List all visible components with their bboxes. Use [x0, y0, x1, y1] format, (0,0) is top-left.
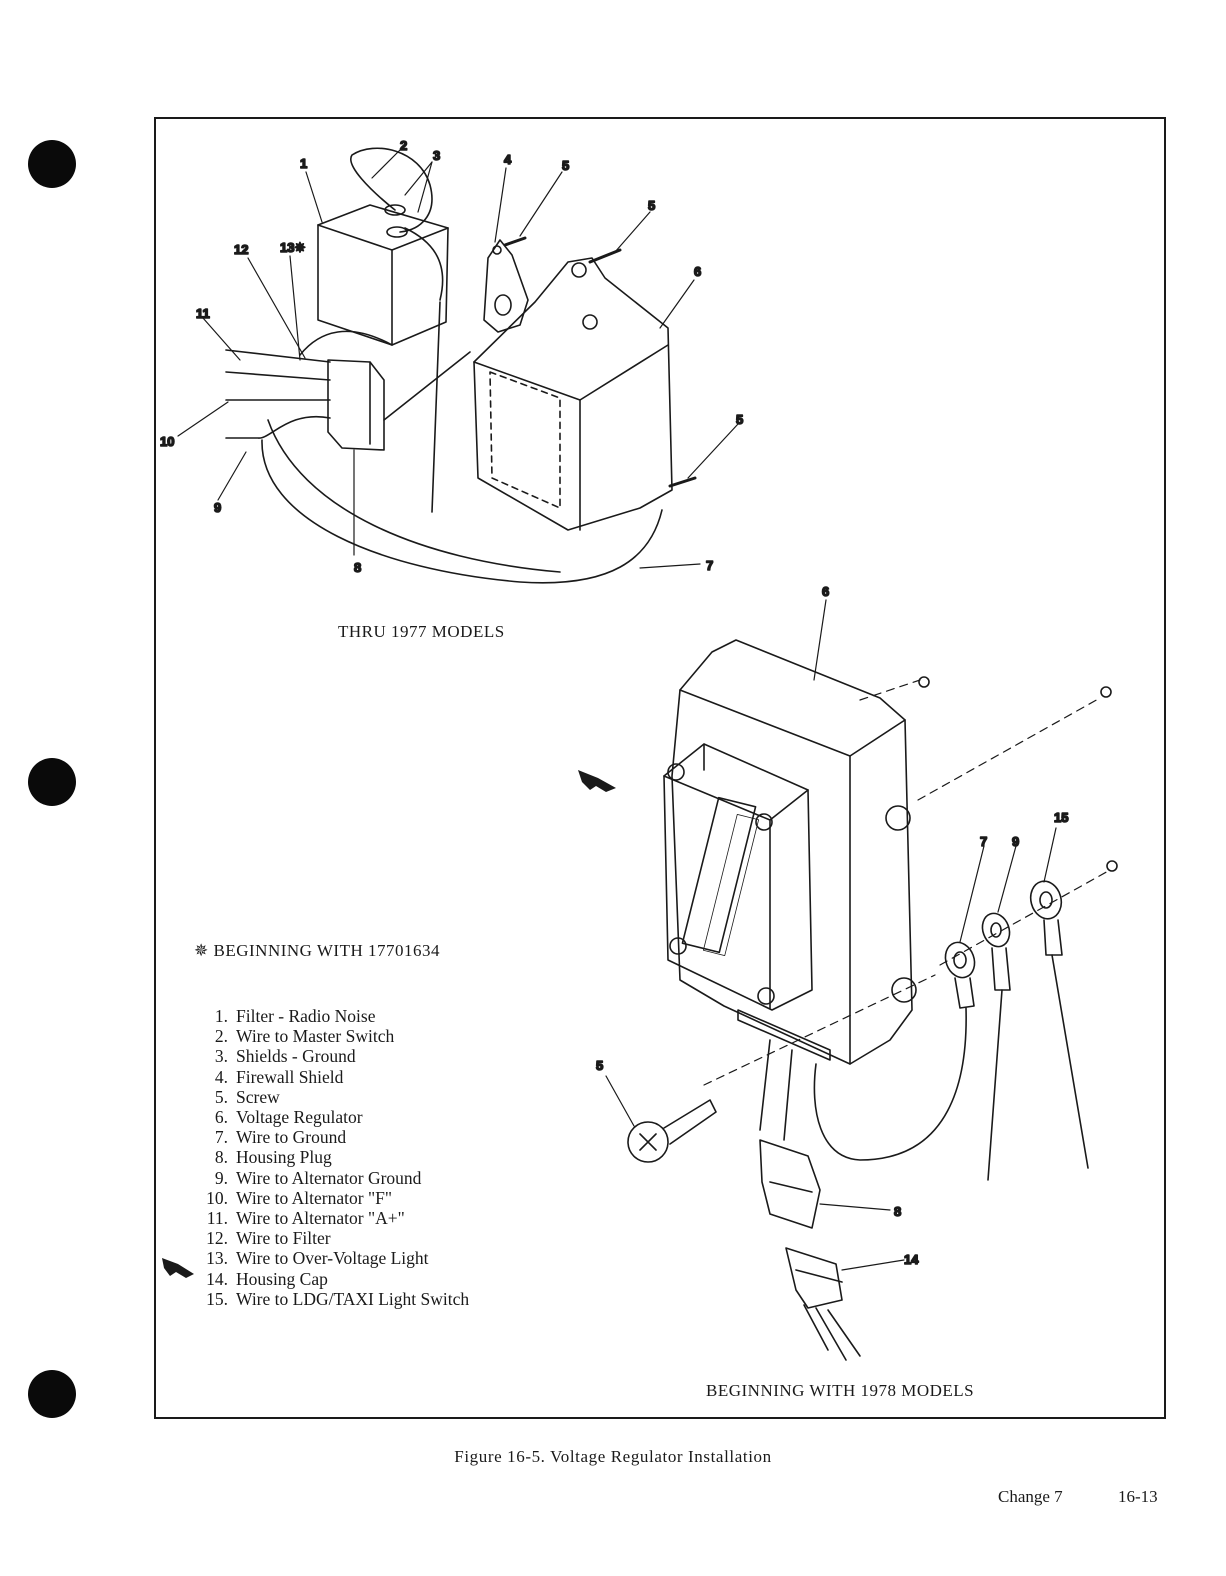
voltage-regulator-old-drawing	[473, 257, 673, 531]
legend-item-text: Wire to Master Switch	[236, 1026, 395, 1047]
voltage-regulator-new-drawing	[663, 639, 917, 1065]
master-switch-wire-drawing	[350, 147, 433, 233]
legend-item-text: Wire to Ground	[236, 1127, 347, 1148]
callout-top-5a: 5	[562, 158, 569, 173]
binder-hole-bottom	[28, 1370, 76, 1418]
legend-item-text: Wire to Alternator "A+"	[236, 1208, 405, 1229]
legend-item: 2. Wire to Master Switch	[160, 1026, 469, 1046]
firewall-shield-drawing	[483, 239, 529, 333]
legend-item: 12. Wire to Filter	[160, 1228, 469, 1248]
legend-item: 7. Wire to Ground	[160, 1127, 469, 1147]
legend-item-number: 11.	[206, 1208, 228, 1229]
legend-item-number: 3.	[214, 1046, 228, 1067]
callout-top-8: 8	[354, 560, 361, 575]
legend-item-number: 7.	[214, 1127, 228, 1148]
parts-legend: 1. Filter - Radio Noise 2. Wire to Master S…	[160, 1006, 469, 1309]
callout-top-5b: 5	[648, 198, 655, 213]
housing-plug-and-cap-drawing	[759, 1139, 861, 1361]
legend-item: 10. Wire to Alternator "F"	[160, 1188, 469, 1208]
figure-frame	[154, 117, 1166, 1419]
callout-bottom-15: 15	[1054, 810, 1068, 825]
binder-hole-top	[28, 140, 76, 188]
callout-bottom-8: 8	[894, 1204, 901, 1219]
legend-item-number: 12.	[206, 1228, 228, 1249]
callout-bottom-5: 5	[596, 1058, 603, 1073]
legend-item: 15. Wire to LDG/TAXI Light Switch	[160, 1289, 469, 1309]
callout-top-6: 6	[694, 264, 701, 279]
legend-item: 13. Wire to Over-Voltage Light	[160, 1248, 469, 1268]
legend-item-text: Screw	[236, 1086, 280, 1107]
housing-plug-old-drawing	[327, 359, 385, 451]
callout-top-5c: 5	[736, 412, 743, 427]
legend-item-number: 10.	[206, 1187, 228, 1208]
ring-terminals-drawing	[944, 880, 1063, 1009]
legend-item-text: Wire to Over-Voltage Light	[236, 1248, 429, 1269]
callout-top-12: 12	[234, 242, 248, 257]
callout-top-10: 10	[160, 434, 174, 449]
binder-hole-middle	[28, 758, 76, 806]
legend-item: 8. Housing Plug	[160, 1147, 469, 1167]
callout-bottom-14: 14	[904, 1252, 919, 1267]
star-note-text: BEGINNING WITH 17701634	[213, 941, 440, 960]
screw-drawing	[627, 1099, 717, 1163]
callout-bottom-6: 6	[822, 584, 829, 599]
old-models-label: THRU 1977 MODELS	[338, 622, 505, 641]
legend-item-number: 6.	[214, 1107, 228, 1128]
callout-top-9: 9	[214, 500, 221, 515]
star-icon: ✵	[194, 941, 209, 960]
legend-item-number: 13.	[206, 1248, 228, 1269]
legend-item-number: 2.	[214, 1026, 228, 1047]
callout-leaders-bottom	[605, 599, 1057, 1271]
callout-top-3: 3	[433, 148, 440, 163]
legend-item: 4. Firewall Shield	[160, 1067, 469, 1087]
legend-item: 11. Wire to Alternator "A+"	[160, 1208, 469, 1228]
legend-item-text: Firewall Shield	[236, 1066, 344, 1087]
legend-item-text: Housing Cap	[236, 1268, 328, 1289]
revision-hand-icon-legend	[162, 1258, 194, 1278]
legend-item: 5. Screw	[160, 1087, 469, 1107]
legend-item-text: Wire to Alternator "F"	[236, 1187, 392, 1208]
legend-item-number: 15.	[206, 1288, 228, 1309]
legend-item-number: 9.	[214, 1167, 228, 1188]
new-models-label: BEGINNING WITH 1978 MODELS	[706, 1381, 975, 1400]
page-number: 16-13	[1118, 1487, 1158, 1506]
legend-item-text: Filter - Radio Noise	[236, 1006, 376, 1026]
legend-item: 9. Wire to Alternator Ground	[160, 1168, 469, 1188]
callout-numbers: 1 2 3 4 5 5 6 13✵ 12 11 10 9 8 5 7 6 15 …	[159, 137, 1069, 1268]
legend-item: 1. Filter - Radio Noise	[160, 1006, 469, 1026]
legend-item-text: Housing Plug	[236, 1147, 332, 1168]
callout-top-4: 4	[504, 152, 512, 167]
legend-item: 6. Voltage Regulator	[160, 1107, 469, 1127]
legend-item-text: Wire to Filter	[236, 1228, 331, 1249]
callout-leaders-top	[177, 149, 739, 569]
callout-top-1: 1	[300, 156, 307, 171]
callout-top-2: 2	[400, 138, 407, 153]
callout-bottom-9: 9	[1012, 834, 1019, 849]
legend-item-number: 8.	[214, 1147, 228, 1168]
callout-top-13: 13✵	[280, 240, 305, 255]
legend-item-text: Voltage Regulator	[236, 1107, 363, 1128]
radio-noise-filter-drawing	[317, 204, 449, 346]
legend-item-text: Wire to LDG/TAXI Light Switch	[236, 1288, 470, 1309]
callout-bottom-7: 7	[980, 834, 987, 849]
callout-top-7: 7	[706, 558, 713, 573]
legend-item-text: Shields - Ground	[236, 1046, 356, 1067]
legend-item-number: 5.	[214, 1086, 228, 1107]
legend-item: 14. Housing Cap	[160, 1269, 469, 1289]
callout-top-11: 11	[196, 306, 210, 321]
legend-item-number: 4.	[214, 1066, 228, 1087]
change-note: Change 7	[998, 1487, 1063, 1506]
legend-item-text: Wire to Alternator Ground	[236, 1167, 422, 1188]
figure-caption: Figure 16-5. Voltage Regulator Installat…	[454, 1447, 772, 1466]
star-note: ✵ BEGINNING WITH 17701634	[194, 941, 440, 961]
legend-item-number: 14.	[206, 1268, 228, 1289]
legend-item: 3. Shields - Ground	[160, 1046, 469, 1066]
legend-item-number: 1.	[214, 1006, 228, 1026]
revision-hand-icon	[578, 770, 616, 792]
